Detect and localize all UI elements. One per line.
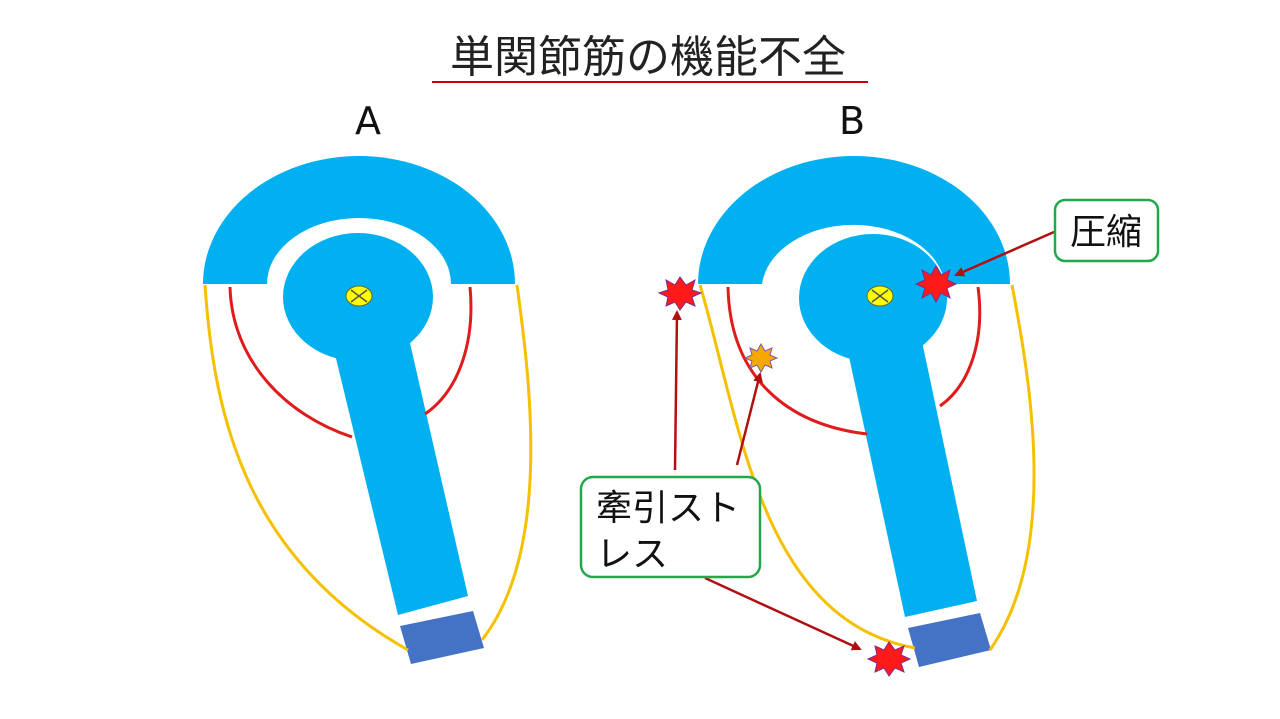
monoarticular-muscle-a (228, 286, 353, 439)
page-title: 単関節筋の機能不全 (450, 32, 846, 83)
panel-a-label: A (355, 99, 381, 143)
traction-burst-top (657, 276, 703, 311)
distal-bone-shaft-a (334, 330, 468, 615)
joint-center-marker-b (866, 285, 894, 307)
monoarticular-muscle-b-right (939, 286, 982, 408)
panel-b-label: B (839, 99, 865, 143)
outer-muscle-a-right (480, 284, 533, 641)
monoarticular-muscle-a-right (424, 286, 473, 416)
outer-muscle-b-left (698, 284, 916, 650)
joint-center-marker-a (345, 285, 373, 307)
traction-callout: 牽引スト レス (579, 475, 762, 579)
traction-callout-box (579, 475, 762, 579)
compression-label: 圧縮 (1070, 212, 1142, 253)
compression-callout-box (1053, 198, 1160, 263)
outer-muscle-a-left (203, 284, 409, 652)
distal-block-a (400, 611, 484, 664)
compression-burst (914, 264, 958, 304)
arrow-traction-top (671, 310, 682, 471)
proximal-bone-b (698, 156, 1010, 284)
joint-diagram-a (203, 156, 533, 664)
traction-burst-bottom (866, 641, 912, 677)
traction-label-line1: 牽引スト (596, 488, 740, 529)
traction-burst-inner (743, 342, 779, 374)
joint-diagram-b (657, 156, 1036, 677)
compression-callout: 圧縮 (1053, 198, 1160, 263)
proximal-bone-a (203, 156, 515, 284)
monoarticular-muscle-b-left (726, 286, 868, 436)
arrow-traction-bottom (704, 576, 862, 651)
distal-block-b (908, 613, 991, 667)
distal-bone-shaft-b (848, 332, 977, 617)
annotation-arrows (671, 230, 1055, 651)
arrow-compression (954, 230, 1055, 277)
traction-label-line2: レス (596, 534, 668, 575)
outer-muscle-b-right (988, 284, 1036, 651)
arrow-traction-inner (735, 372, 763, 466)
